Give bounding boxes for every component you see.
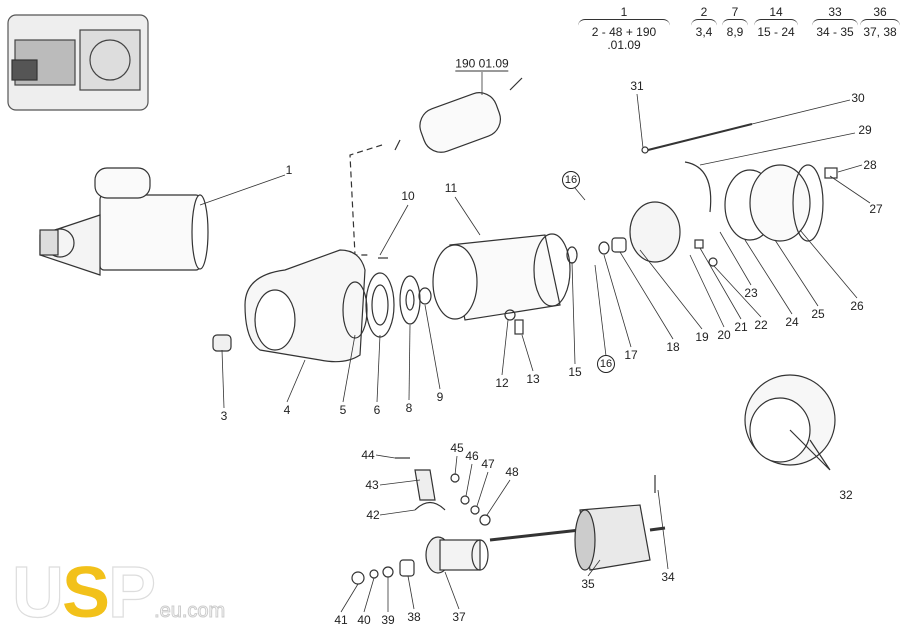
group-bottom: 3,4 [695,25,713,39]
group-bottom: 15 - 24 [757,25,795,39]
part-label: 17 [624,348,638,362]
part-label: 15 [568,365,582,379]
part-label: 48 [505,465,519,479]
part-label: 46 [465,449,479,463]
group-bottom: 2 - 48 + 190 .01.09 [591,25,657,52]
group-top: 7 [731,5,739,19]
brace [691,19,717,26]
brace [860,19,900,26]
part-label: 47 [481,457,495,471]
part-label: 19 [695,330,709,344]
header-group-1: 1 2 - 48 + 190 .01.09 [576,6,672,52]
part-label: 13 [526,372,540,386]
subassembly-label: 190 01.09 [455,56,509,72]
part-label-circled: 16 [562,171,580,189]
part-label: 20 [717,328,731,342]
part-label-circled: 16 [597,355,615,373]
part-label: 30 [851,91,865,105]
part-label: 37 [452,610,466,624]
part-label: 10 [401,189,415,203]
assembled-starter-motor [39,167,209,276]
brace [722,19,748,26]
usp-watermark-logo: USP.eu.com [11,552,226,631]
part-label: 3 [220,409,228,423]
part-label: 31 [630,79,644,93]
part-label: 42 [366,508,380,522]
part-label: 21 [734,320,748,334]
brace [812,19,858,26]
group-top: 1 [620,5,628,19]
commutator-end-parts [566,123,838,267]
brace [754,19,798,26]
part-label: 22 [754,318,768,332]
part-label: 28 [863,158,877,172]
brace [578,19,670,26]
end-cap-detail [744,374,836,471]
solenoid-subassembly [349,77,523,256]
armature [489,475,666,571]
group-top: 14 [769,5,783,19]
part-label: 41 [334,613,348,627]
group-top: 36 [873,5,887,19]
pinion-drive [351,536,489,585]
part-label: 27 [869,202,883,216]
part-label: 38 [407,610,421,624]
part-label: 23 [744,286,758,300]
header-group-14: 14 15 - 24 [752,6,800,39]
part-label: 35 [581,577,595,591]
logo-letter-u: U [11,552,64,631]
part-label: 29 [858,123,872,137]
engine-thumbnail [7,14,149,111]
brush-holder-parts [395,457,491,526]
group-top: 33 [828,5,842,19]
part-label: 4 [283,403,291,417]
header-group-33: 33 34 - 35 [810,6,860,39]
group-bottom: 8,9 [726,25,744,39]
yoke-field-housing [378,233,571,335]
part-label: 34 [661,570,675,584]
part-label: 43 [365,478,379,492]
part-label: 26 [850,299,864,313]
part-label: 1 [285,163,293,177]
part-label: 9 [436,390,444,404]
part-label: 25 [811,307,825,321]
part-label: 40 [357,613,371,627]
group-bottom: 34 - 35 [816,25,854,39]
part-label: 24 [785,315,799,329]
part-label: 44 [361,448,375,462]
group-bottom: 37, 38 [863,25,897,39]
logo-letter-p: P [107,552,156,631]
part-label: 12 [495,376,509,390]
leader-lines [199,72,871,613]
part-label: 5 [339,403,347,417]
logo-domain: .eu.com [154,600,226,623]
part-label: 45 [450,441,464,455]
header-group-36: 36 37, 38 [858,6,902,39]
part-label: 32 [839,488,853,502]
part-label: 39 [381,613,395,627]
part-label: 6 [373,403,381,417]
part-label: 8 [405,401,413,415]
part-label: 18 [666,340,680,354]
drive-end-housing [212,249,366,363]
part-label: 11 [444,181,458,195]
group-top: 2 [700,5,708,19]
logo-letter-s: S [62,553,110,631]
